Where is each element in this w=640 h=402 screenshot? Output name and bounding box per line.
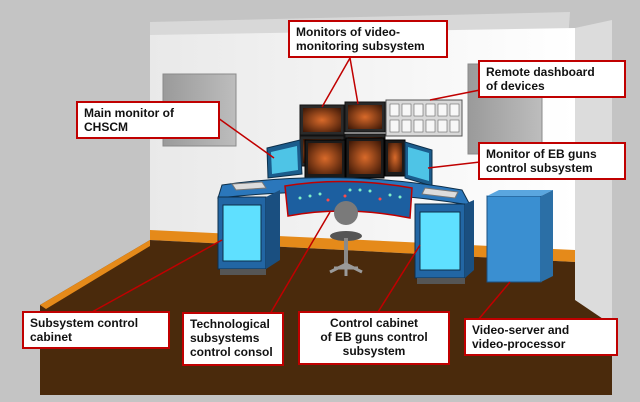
callout-video-monitors: Monitors of video- monitoring subsystem xyxy=(288,20,448,58)
subsystem-cabinet xyxy=(217,190,280,275)
callout-subsystem-cabinet: Subsystem control cabinet xyxy=(22,311,170,349)
leader-eb-cabinet xyxy=(377,244,421,313)
subsystem-cabinet-screen xyxy=(222,204,262,262)
callout-main-monitor: Main monitor of CHSCM xyxy=(76,101,220,139)
video-server-top xyxy=(487,190,553,196)
video-monitor-2-screen xyxy=(348,105,382,129)
eb-monitor-screen xyxy=(408,147,429,181)
control-console xyxy=(217,177,471,219)
leader-video-monitors-a xyxy=(321,57,351,108)
leader-video-server xyxy=(477,281,511,321)
leader-subsystem-cabinet xyxy=(91,239,223,313)
leader-lines xyxy=(91,57,511,321)
leader-tech-console xyxy=(269,211,331,315)
leader-remote-dashboard xyxy=(429,89,481,101)
chair-base xyxy=(329,262,363,276)
callout-remote-dashboard: Remote dashboard of devices xyxy=(478,60,626,98)
keyboard-left xyxy=(231,181,267,191)
callout-eb-monitor: Monitor of EB guns control subsystem xyxy=(478,142,626,180)
callout-tech-console: Technological subsystems control consol xyxy=(182,312,284,366)
video-monitor-1-screen xyxy=(303,108,341,132)
subsystem-cabinet-base xyxy=(220,269,266,275)
eb-cabinet-base xyxy=(417,278,465,284)
leader-main-monitor xyxy=(217,117,275,159)
leader-video-monitors-b xyxy=(349,57,359,105)
floor-edge-left xyxy=(40,240,150,309)
leader-eb-monitor xyxy=(427,161,481,169)
chair-back xyxy=(334,201,358,225)
center-monitor-mid-screen xyxy=(349,141,381,174)
subsystem-cabinet-side xyxy=(266,190,280,269)
chair-seat xyxy=(330,231,362,241)
video-server-front xyxy=(486,195,542,283)
callout-eb-cabinet: Control cabinet of EB guns control subsy… xyxy=(298,311,450,365)
console-front xyxy=(284,180,413,219)
center-monitor-left-screen xyxy=(308,143,342,174)
eb-cabinet-side xyxy=(465,200,474,278)
video-server xyxy=(486,190,553,283)
chair-post xyxy=(344,238,348,264)
eb-cabinet xyxy=(414,200,474,284)
center-monitor-right-screen xyxy=(388,143,402,172)
operator-chair xyxy=(329,201,363,276)
eb-cabinet-screen xyxy=(419,211,461,271)
main-monitor-screen xyxy=(271,146,298,174)
callout-video-server: Video-server and video-processor xyxy=(464,318,618,356)
keyboard-right xyxy=(421,187,459,199)
desk-monitors xyxy=(266,137,433,187)
remote-dashboard xyxy=(385,99,463,137)
video-server-side xyxy=(541,190,553,282)
